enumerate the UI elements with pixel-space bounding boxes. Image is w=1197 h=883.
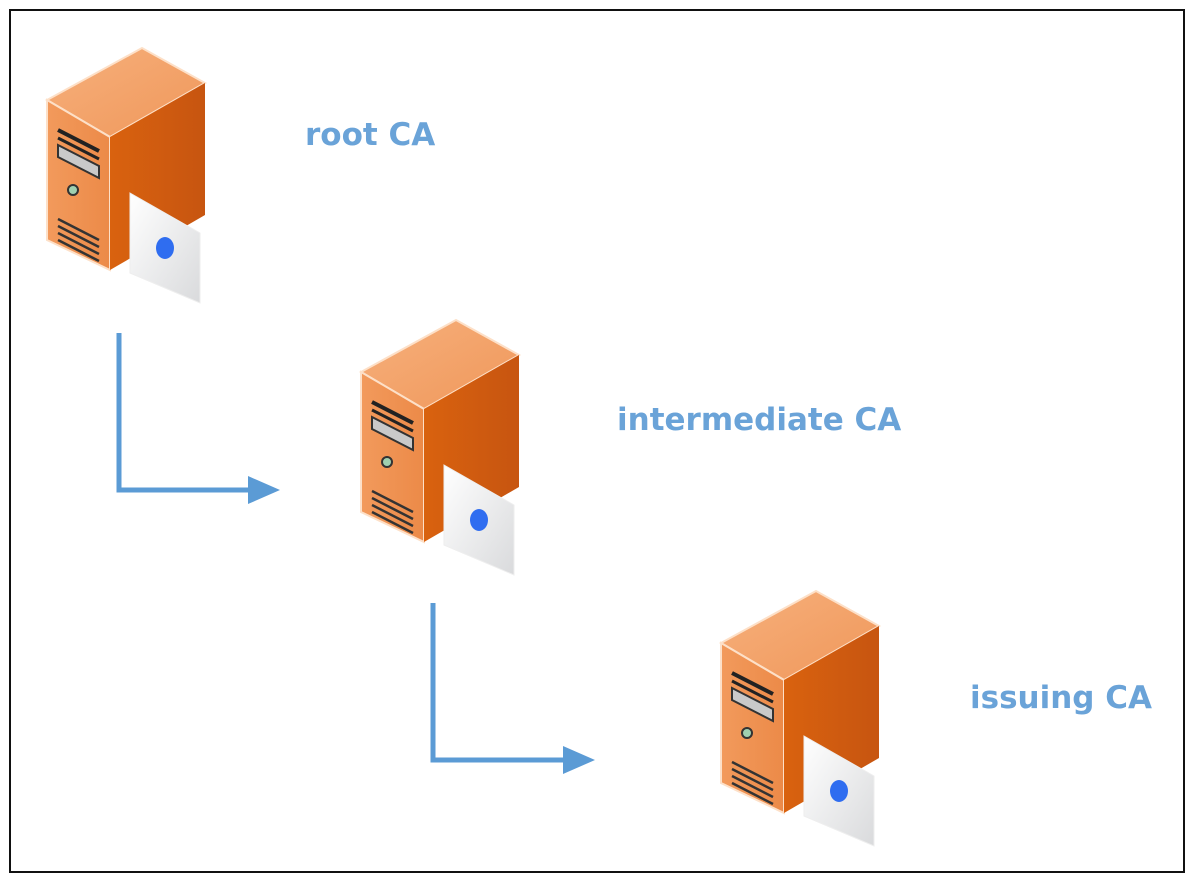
intermediate-ca-label: intermediate CA	[617, 402, 902, 438]
issuing-ca-label: issuing CA	[970, 680, 1153, 716]
root-ca-server-icon	[45, 46, 207, 305]
root-ca-label: root CA	[305, 117, 436, 153]
intermediate-ca-server-icon	[359, 318, 521, 577]
issuing-ca-server-icon	[719, 589, 881, 848]
arrow-root-to-intermediate	[116, 333, 280, 504]
arrow-intermediate-to-issuing	[430, 603, 595, 774]
diagram-border	[9, 9, 1185, 873]
